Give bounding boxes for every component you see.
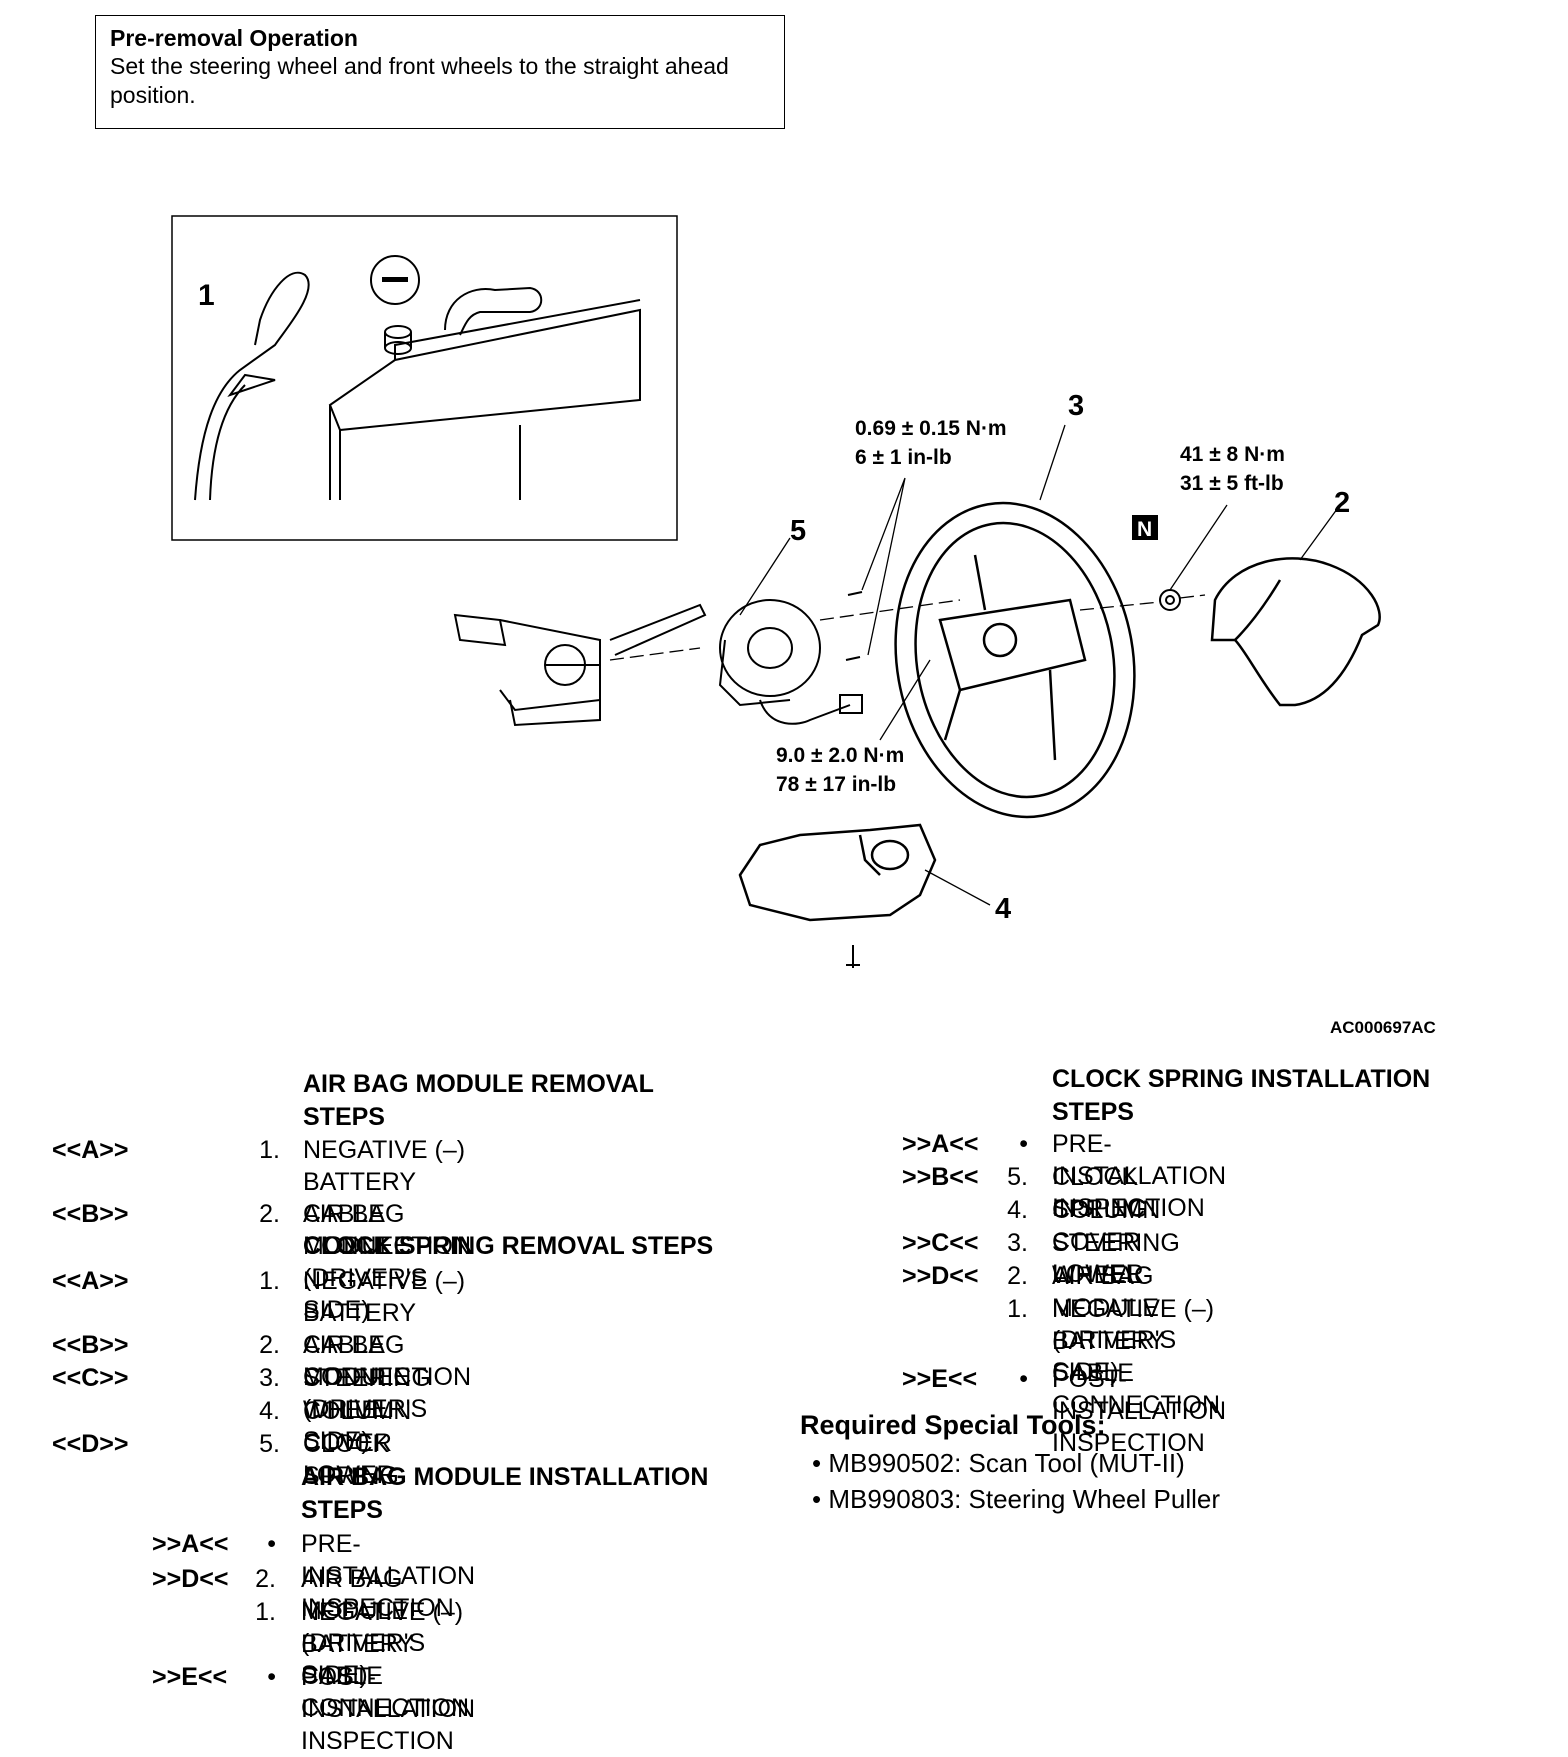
- torque-nut-ftlb: 31 ± 5 ft-lb: [1180, 472, 1284, 495]
- step-number: •: [1019, 1365, 1028, 1393]
- step-ref: >>A<<: [902, 1130, 979, 1158]
- clock-install-heading-line-2: STEPS: [1052, 1098, 1134, 1126]
- step-text: NEGATIVE (–) BATTERY CABLE CONNECTION: [303, 1136, 472, 1260]
- step-text: STEERING WHEEL: [1052, 1229, 1180, 1289]
- torque-spring-screw-nm: 0.69 ± 0.15 N·m: [855, 417, 1007, 440]
- callout-1: 1: [198, 279, 215, 312]
- negative-terminal-icon: [370, 255, 420, 305]
- step-number: 5.: [259, 1430, 280, 1458]
- torque-column-inlb: 78 ± 17 in-lb: [776, 773, 896, 796]
- pre-removal-note: Pre-removal Operation Set the steering w…: [95, 15, 785, 129]
- step-ref: >>E<<: [902, 1365, 978, 1393]
- step-ref: <<B>>: [52, 1200, 129, 1228]
- step-text: PRE-INSTALLATION INSPECTION: [301, 1530, 476, 1622]
- step-text: NEGATIVE (–) BATTERY CABLE CONNECTION: [1052, 1295, 1221, 1419]
- step-ref: >>D<<: [152, 1565, 229, 1593]
- negative-cable-icon: [194, 271, 310, 501]
- callout-4: 4: [995, 893, 1011, 925]
- air-bag-module-icon: [1210, 557, 1381, 707]
- step-number: •: [1019, 1130, 1028, 1158]
- callout-3: 3: [1068, 390, 1084, 422]
- step-number: 4.: [259, 1397, 280, 1425]
- step-number: 5.: [1007, 1163, 1028, 1191]
- steering-exploded-diagram: 1 N: [171, 215, 1381, 968]
- step-text: NEGATIVE (–) BATTERY CABLE CONNECTION: [301, 1598, 470, 1722]
- step-number: 2.: [255, 1565, 276, 1593]
- tool-item: • MB990803: Steering Wheel Puller: [812, 1484, 1220, 1514]
- tool-item-text: MB990502: Scan Tool (MUT-II): [828, 1448, 1185, 1478]
- step-text: AIR BAG MODULE (DRIVER'S SIDE): [301, 1565, 426, 1689]
- step-ref: <<A>>: [52, 1136, 129, 1164]
- nut-marker: N: [1137, 518, 1152, 541]
- step-number: 2.: [259, 1331, 280, 1359]
- step-text: CLOCK SPRING: [1052, 1163, 1148, 1223]
- step-text: AIR BAG MODULE (DRIVER'S SIDE): [303, 1200, 428, 1324]
- figure-code: AC000697AC: [1330, 1018, 1436, 1037]
- step-ref: <<C>>: [52, 1364, 129, 1392]
- step-ref: >>B<<: [902, 1163, 979, 1191]
- step-number: 1.: [255, 1598, 276, 1626]
- torque-nut-nm: 41 ± 8 N·m: [1180, 443, 1285, 466]
- torque-spring-screw-inlb: 6 ± 1 in-lb: [855, 446, 952, 469]
- step-text: AIR BAG MODULE (DRIVER'S SIDE): [1052, 1262, 1177, 1386]
- step-ref: >>C<<: [902, 1229, 979, 1257]
- battery-icon: [328, 286, 641, 500]
- step-number: 4.: [1007, 1196, 1028, 1224]
- airbag-removal-heading-line-1: AIR BAG MODULE REMOVAL: [303, 1070, 654, 1098]
- airbag-install-heading-line-1: AIR BAG MODULE INSTALLATION: [301, 1463, 709, 1491]
- step-text: POST-INSTALLATION INSPECTION: [301, 1663, 476, 1755]
- step-text: POST-INSTALLATION INSPECTION: [1052, 1365, 1227, 1457]
- step-text: COLUMN COVER LOWER: [303, 1397, 412, 1489]
- step-ref: >>A<<: [152, 1530, 229, 1558]
- step-ref: <<B>>: [52, 1331, 129, 1359]
- step-number: 3.: [259, 1364, 280, 1392]
- torque-column-nm: 9.0 ± 2.0 N·m: [776, 744, 904, 767]
- step-number: •: [267, 1663, 276, 1691]
- battery-inset: 1: [171, 215, 678, 541]
- step-number: •: [267, 1530, 276, 1558]
- step-number: 2.: [1007, 1262, 1028, 1290]
- callout-2: 2: [1334, 487, 1350, 519]
- screw-icon: [846, 945, 860, 968]
- step-number: 1.: [259, 1267, 280, 1295]
- leader-lines: [609, 424, 1341, 906]
- tool-item-text: MB990803: Steering Wheel Puller: [828, 1484, 1220, 1514]
- column-switch-icon: [453, 603, 707, 727]
- clock-removal-heading: CLOCK SPRING REMOVAL STEPS: [303, 1232, 714, 1260]
- note-title: Pre-removal Operation: [110, 25, 358, 51]
- airbag-removal-heading-line-2: STEPS: [303, 1103, 385, 1131]
- step-ref: >>D<<: [902, 1262, 979, 1290]
- clock-install-heading-line-1: CLOCK SPRING INSTALLATION: [1052, 1065, 1431, 1093]
- step-number: 1.: [1007, 1295, 1028, 1323]
- airbag-install-heading-line-2: STEPS: [301, 1496, 383, 1524]
- step-ref: <<D>>: [52, 1430, 129, 1458]
- note-text: Set the steering wheel and front wheels …: [110, 53, 729, 108]
- step-text: CLOCK SPRING: [303, 1430, 399, 1490]
- clock-spring-icon: [718, 599, 863, 725]
- nut-icon: [1159, 589, 1181, 611]
- step-number: 3.: [1007, 1229, 1028, 1257]
- column-cover-icon: [738, 823, 937, 922]
- nut-marker-box: [1132, 515, 1158, 540]
- tools-title: Required Special Tools:: [800, 1410, 1106, 1440]
- step-text: NEGATIVE (–) BATTERY CABLE CONNECTION: [303, 1267, 472, 1391]
- step-text: PRE-INSTALLATION INSPECTION: [1052, 1130, 1227, 1222]
- screw-icon: [845, 591, 863, 661]
- step-text: STEERING WHEEL: [303, 1364, 431, 1424]
- step-number: 1.: [259, 1136, 280, 1164]
- step-ref: >>E<<: [152, 1663, 228, 1691]
- steering-wheel-icon: [894, 501, 1136, 819]
- step-text: AIR BAG MODULE (DRIVER'S SIDE): [303, 1331, 428, 1455]
- tool-item: • MB990502: Scan Tool (MUT-II): [812, 1448, 1185, 1478]
- callout-5: 5: [790, 515, 806, 547]
- step-number: 2.: [259, 1200, 280, 1228]
- step-ref: <<A>>: [52, 1267, 129, 1295]
- step-text: COLUMN COVER LOWER: [1052, 1196, 1161, 1288]
